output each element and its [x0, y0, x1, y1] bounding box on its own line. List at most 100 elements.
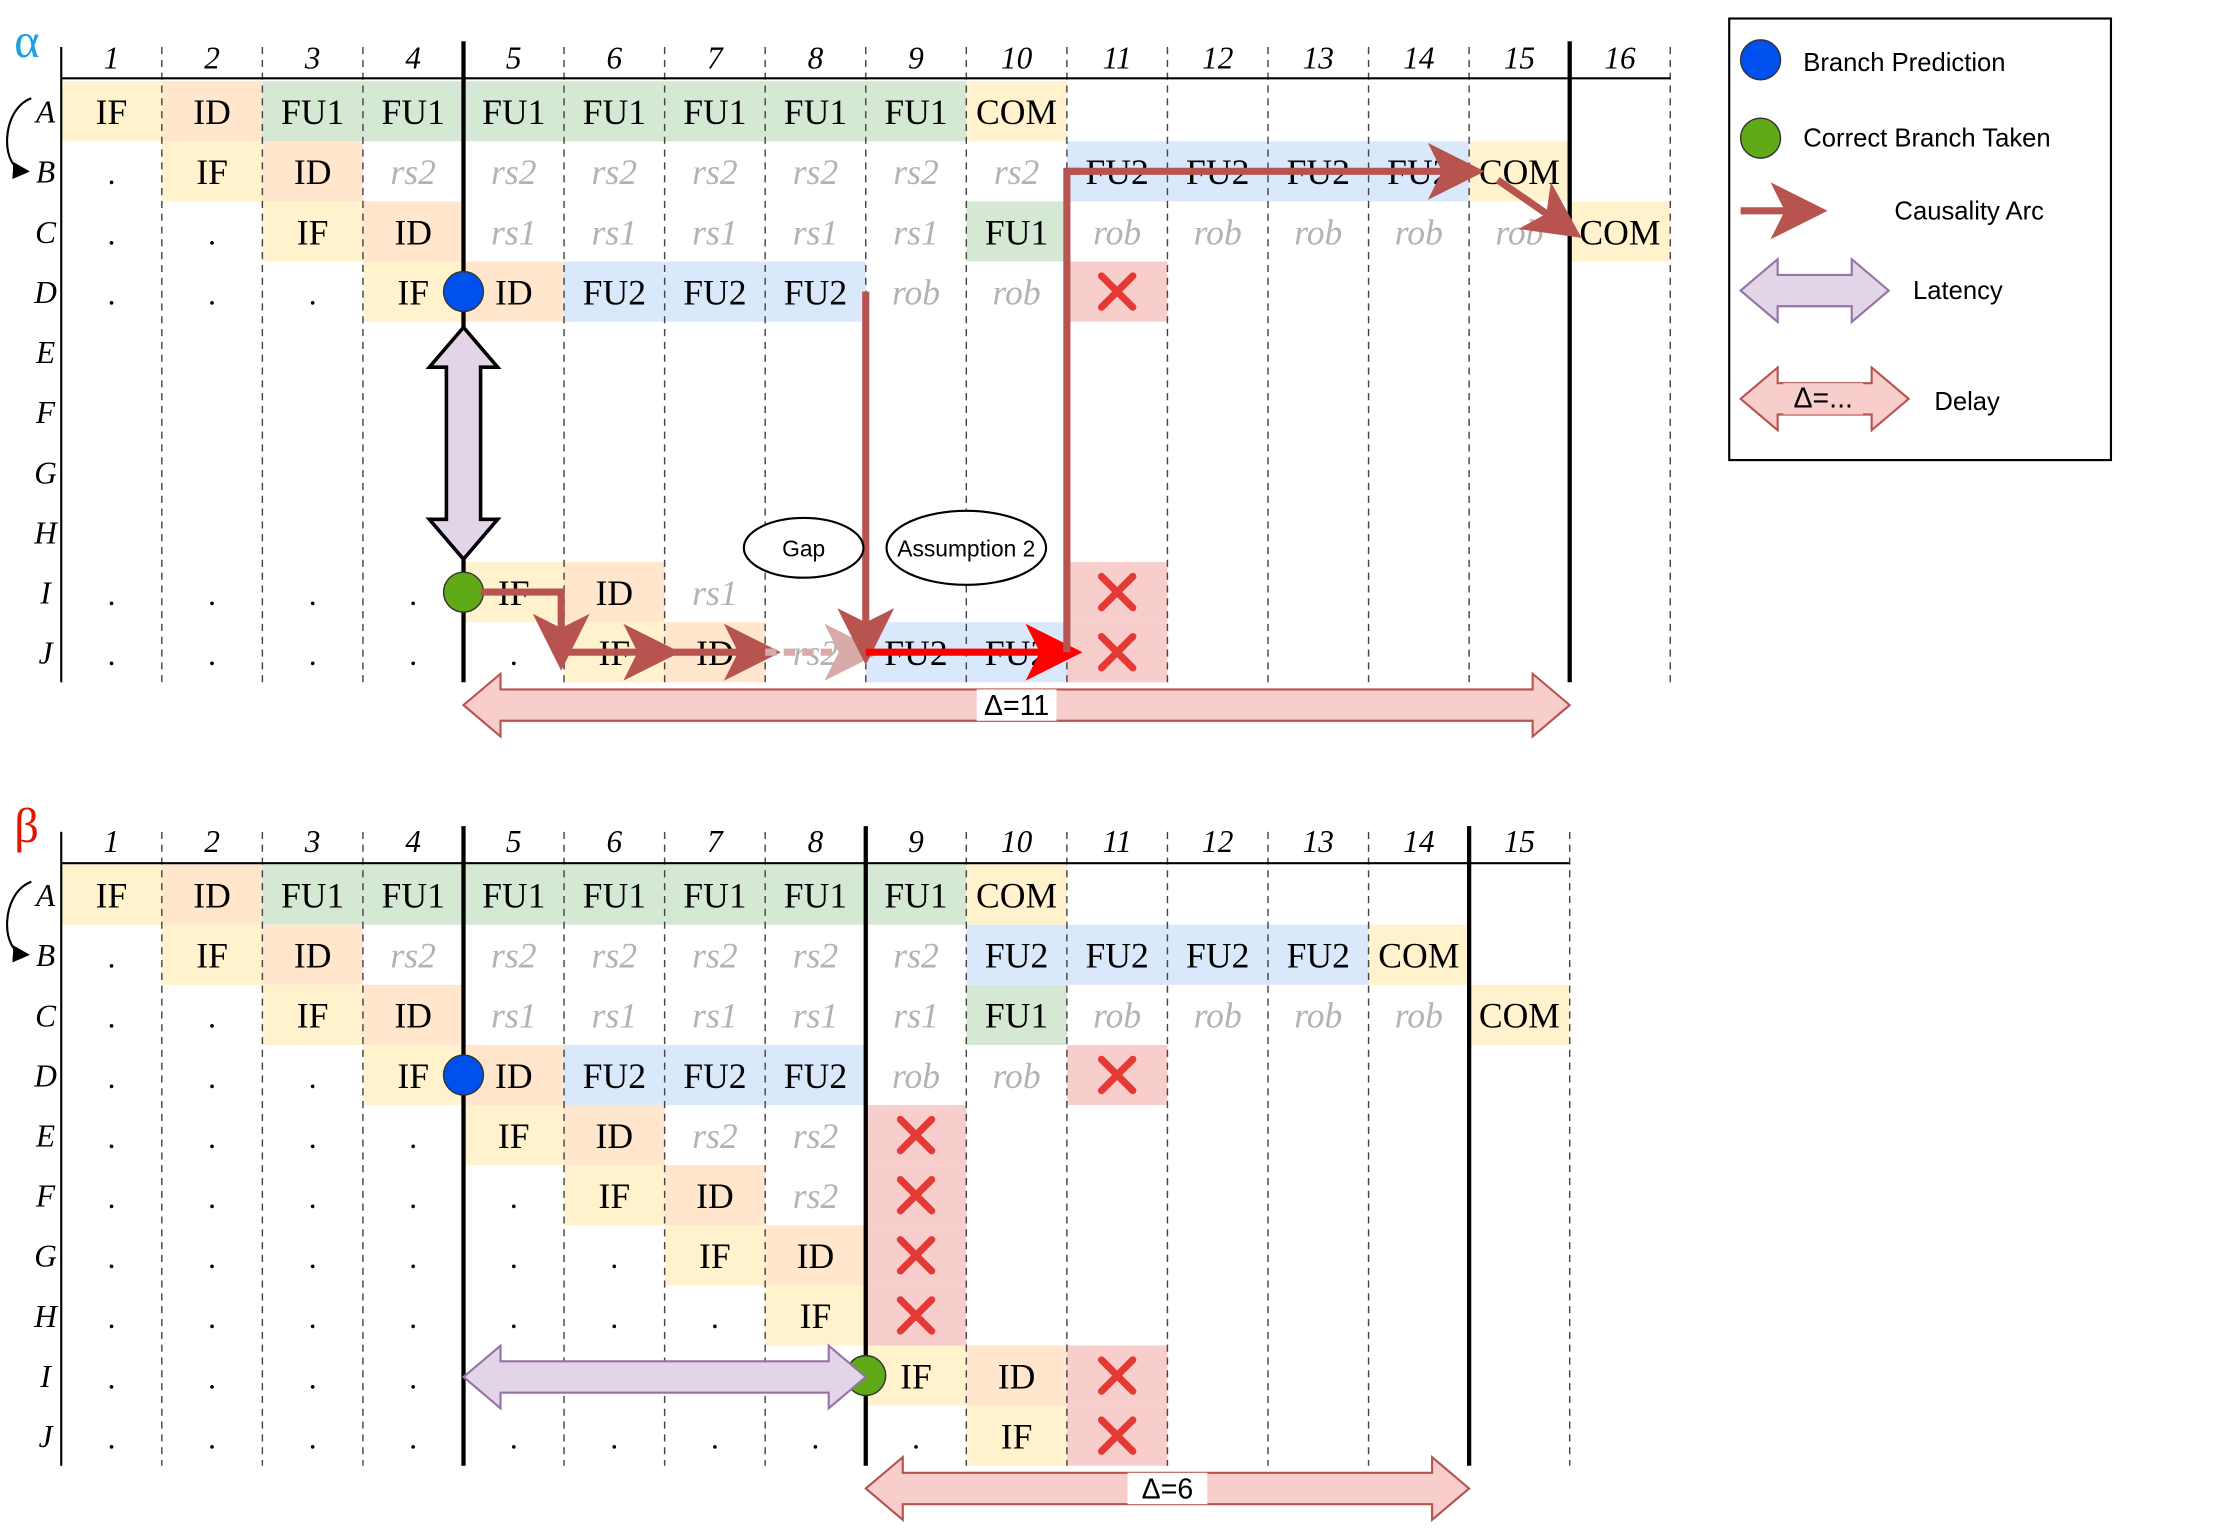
- cell-bg: [362, 984, 464, 1045]
- cell-bg: [564, 81, 665, 142]
- branch-prediction-icon: [1739, 39, 1782, 81]
- cell-backgrounds: [61, 864, 1570, 1466]
- assumption-note: Assumption 2: [885, 509, 1048, 586]
- cell-value: IF: [96, 92, 128, 132]
- cell-value: rs1: [692, 996, 738, 1036]
- cell-bg: [262, 81, 363, 142]
- cell-bg: [664, 864, 766, 925]
- cell-value: rs1: [491, 996, 537, 1036]
- cell-value: IF: [196, 936, 228, 976]
- cell-value: rob: [1495, 212, 1543, 252]
- x-mark-icon: [896, 1296, 936, 1335]
- cell-value: IF: [498, 1116, 530, 1156]
- cell-value: ID: [797, 1236, 835, 1276]
- cell-value: FU1: [281, 92, 344, 132]
- panel-label: β: [14, 800, 39, 853]
- cell-value: FU1: [784, 875, 847, 915]
- cell-value: .: [108, 1060, 116, 1095]
- cell-value: rs2: [692, 936, 738, 976]
- cell-value: .: [510, 1180, 518, 1215]
- column-number: 15: [1504, 40, 1535, 75]
- cell-bg: [362, 81, 464, 142]
- cell-value: .: [108, 1240, 116, 1275]
- correct-branch-taken-icon: [442, 571, 485, 613]
- cell-value: rs2: [592, 152, 638, 192]
- column-number: 8: [808, 40, 824, 75]
- cell-bg: [1066, 924, 1168, 985]
- cell-value: .: [108, 577, 116, 612]
- column-number: 6: [607, 824, 623, 859]
- cell-value: .: [108, 216, 116, 251]
- cell-bg: [262, 141, 363, 202]
- column-number: 13: [1303, 824, 1334, 859]
- row-label: F: [35, 395, 56, 430]
- cell-value: .: [409, 577, 417, 612]
- column-number: 3: [304, 824, 321, 859]
- column-number: 10: [1001, 40, 1033, 75]
- cell-value: FU2: [985, 936, 1048, 976]
- cell-value: IF: [297, 996, 329, 1036]
- column-number: 16: [1604, 40, 1636, 75]
- cell-bg: [765, 1225, 866, 1286]
- cell-value: .: [610, 1240, 618, 1275]
- delay-icon-label-bg: [1783, 383, 1864, 415]
- cell-value: FU1: [583, 92, 646, 132]
- cell-value: .: [108, 1360, 116, 1395]
- cell-value: .: [108, 1000, 116, 1035]
- cell-value: ID: [596, 1116, 634, 1156]
- cell-bg: [463, 864, 565, 925]
- cell-value: rs2: [793, 1176, 839, 1216]
- cell-bg: [362, 864, 464, 925]
- column-number: 9: [908, 824, 924, 859]
- cell-value: FU2: [784, 1056, 847, 1096]
- cell-value: .: [208, 1420, 216, 1455]
- cell-value: rob: [1194, 996, 1242, 1036]
- cell-value: rs1: [692, 573, 738, 613]
- cell-bg: [664, 1225, 766, 1286]
- cell-value: .: [208, 1300, 216, 1335]
- cell-value: COM: [1579, 212, 1660, 252]
- cell-value: ID: [495, 272, 533, 312]
- x-mark-icon: [1097, 1416, 1137, 1455]
- cell-value: FU1: [382, 92, 445, 132]
- cell-value: rob: [1294, 996, 1342, 1036]
- cell-value: .: [409, 1300, 417, 1335]
- cell-value: rob: [993, 272, 1041, 312]
- cell-value: rs2: [390, 936, 436, 976]
- x-mark-icon: [1097, 1055, 1137, 1095]
- cell-value: IF: [397, 1056, 429, 1096]
- cell-value: .: [309, 1300, 317, 1335]
- cell-value: .: [309, 1180, 317, 1215]
- causality-arc: [1495, 176, 1582, 238]
- row-label: J: [39, 1419, 55, 1454]
- cell-value: FU1: [683, 92, 746, 132]
- column-number: 12: [1202, 40, 1233, 75]
- cell-value: COM: [976, 92, 1057, 132]
- cell-value: rs1: [491, 212, 537, 252]
- cell-value: IF: [397, 272, 429, 312]
- cell-bg: [1368, 924, 1470, 985]
- legend-item-causality: Causality Arc: [1740, 182, 2044, 240]
- x-mark-icon: [896, 1175, 936, 1215]
- delay-label-bg: [976, 689, 1057, 721]
- cell-bg: [161, 81, 263, 142]
- row-label: G: [34, 1239, 57, 1274]
- cell-value: IF: [1001, 1416, 1033, 1456]
- row-label: C: [35, 998, 57, 1033]
- cell-value: .: [208, 577, 216, 612]
- column-number: 15: [1504, 824, 1535, 859]
- gap-note: Gap: [742, 516, 865, 579]
- cell-value: FU1: [884, 92, 947, 132]
- cell-value: .: [309, 1060, 317, 1095]
- column-number: 11: [1103, 40, 1132, 75]
- cell-value: rs2: [994, 152, 1040, 192]
- legend-label: Correct Branch Taken: [1803, 125, 2050, 153]
- delay-label: Δ=11: [984, 690, 1049, 722]
- grid-lines: [60, 826, 1571, 1466]
- cell-bg: [664, 261, 766, 322]
- cell-value: .: [108, 1180, 116, 1215]
- legend-label: Causality Arc: [1894, 197, 2044, 225]
- cell-bg: [463, 1105, 565, 1166]
